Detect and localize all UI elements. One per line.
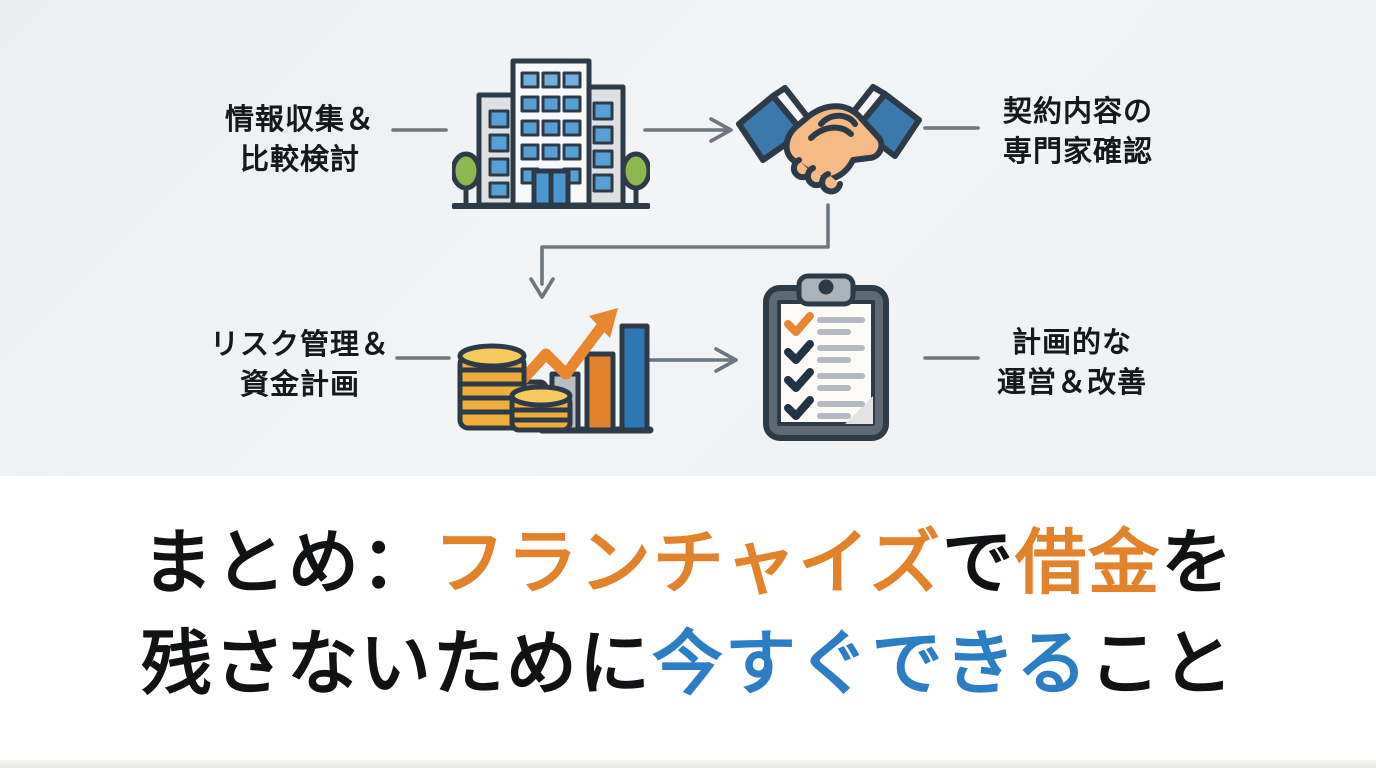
flow-connectors: [391, 117, 980, 373]
office-building-icon: [452, 58, 650, 209]
headline-line-2: 残さないために今すぐできること: [141, 615, 1235, 716]
headline-segment: 残さないために: [140, 625, 652, 704]
headline-segment: まとめ：: [141, 524, 434, 604]
coins-growth-chart-icon: [457, 308, 654, 434]
flow-label-operation-improvement: 計画的な 運営＆改善: [997, 323, 1147, 403]
flow-label-contract-check: 契約内容の 専門家確認: [1003, 92, 1153, 172]
flow-label-line: 契約内容の: [1002, 95, 1154, 128]
bottom-divider: [0, 760, 1376, 768]
summary-headline: まとめ：フランチャイズで借金を 残さないために今すぐできること: [0, 476, 1376, 768]
headline-segment-accent: フランチャイズ: [433, 524, 943, 604]
flow-label-line: 計画的な: [1011, 326, 1133, 359]
flow-label-risk-management: リスク管理＆ 資金計画: [210, 325, 390, 405]
arrow-right-head: [714, 347, 738, 373]
flow-label-line: 比較検討: [239, 144, 361, 176]
handshake-icon: [736, 84, 922, 195]
flow-label-line: 資金計画: [239, 369, 361, 401]
headline-segment-accent: 今すぐできる: [651, 625, 1090, 704]
flow-label-line: リスク管理＆: [209, 328, 391, 361]
flow-diagram-section: 情報収集＆ 比較検討: [0, 0, 1376, 476]
flow-label-line: 専門家確認: [1002, 136, 1154, 168]
clipboard-checklist-icon: [763, 273, 889, 441]
flow-label-line: 運営＆改善: [996, 367, 1148, 399]
headline-segment: こと: [1089, 625, 1236, 704]
flow-label-line: 情報収集＆: [224, 103, 376, 136]
flow-label-research: 情報収集＆ 比較検討: [225, 100, 375, 180]
arrow-right-head: [709, 117, 733, 143]
headline-segment: で: [942, 524, 1016, 604]
headline-segment: を: [1161, 524, 1235, 604]
headline-segment-accent: 借金: [1015, 524, 1162, 604]
headline-line-1: まとめ：フランチャイズで借金を: [142, 514, 1234, 615]
